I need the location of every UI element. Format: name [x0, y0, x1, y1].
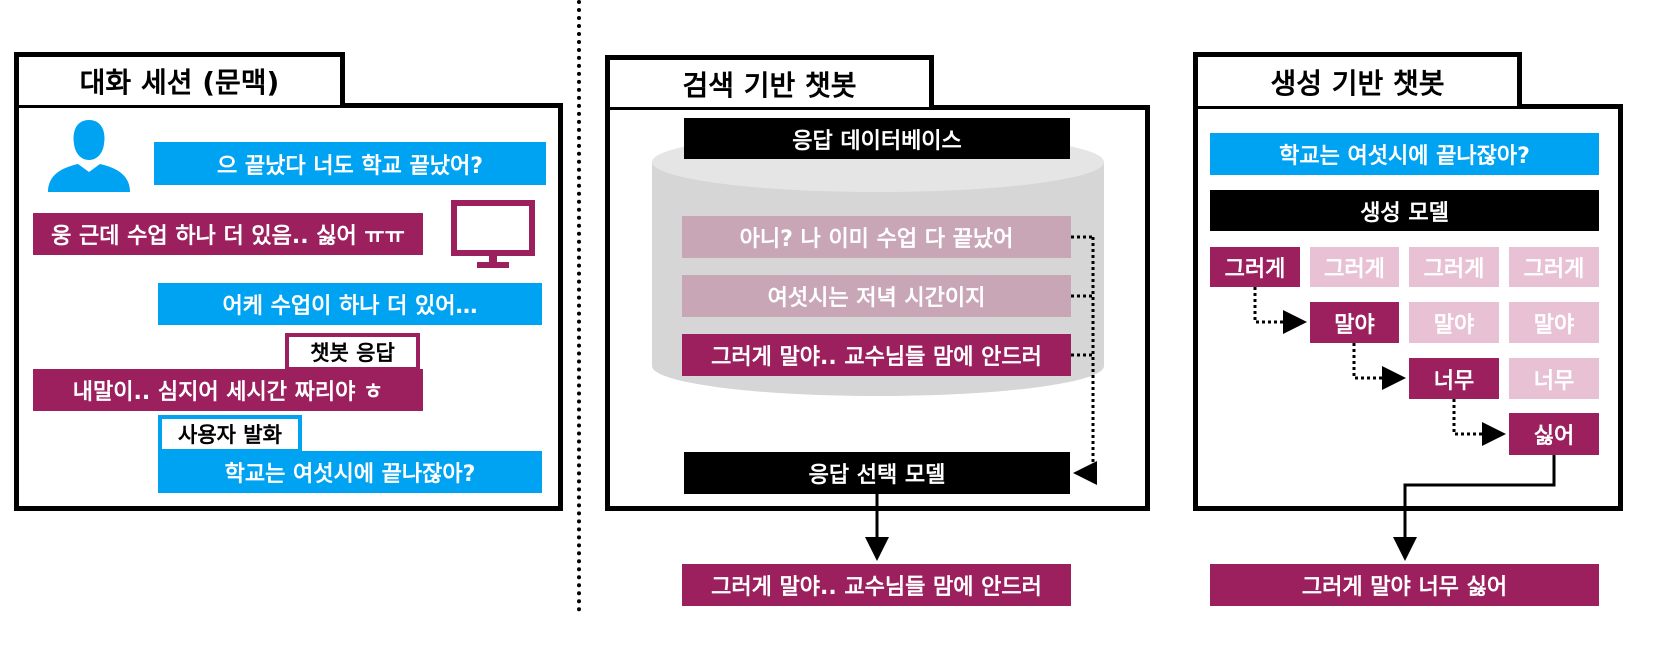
token-selected: 그러게: [1210, 247, 1300, 287]
retrieval-title: 검색 기반 챗봇: [605, 55, 934, 107]
candidate-response: 그러게 말야.. 교수님들 맘에 안드러: [682, 334, 1071, 376]
dialogue-message: 내말이.. 심지어 세시간 짜리야 ㅎ: [33, 369, 423, 411]
bot-response-tag: 챗봇 응답: [285, 333, 420, 371]
generative-input: 학교는 여섯시에 끝나잖아?: [1210, 133, 1599, 175]
generation-model-label: 생성 모델: [1210, 190, 1599, 231]
token-candidate: 그러게: [1509, 247, 1599, 287]
token-candidate: 말야: [1409, 302, 1499, 343]
dialogue-message: 으 끝났다 너도 학교 끝났어?: [154, 142, 546, 185]
token-selected: 말야: [1310, 302, 1399, 343]
dialogue-message: 학교는 여섯시에 끝나잖아?: [158, 451, 542, 493]
token-candidate: 너무: [1509, 358, 1599, 399]
user-silhouette-icon: [46, 118, 132, 192]
dialogue-message: 어케 수업이 하나 더 있어…: [158, 283, 542, 325]
dialogue-message: 웅 근데 수업 하나 더 있음.. 싫어 ㅠㅠ: [33, 213, 423, 255]
token-candidate: 그러게: [1409, 247, 1499, 287]
token-candidate: 말야: [1509, 302, 1599, 343]
generative-title: 생성 기반 챗봇: [1193, 52, 1522, 106]
candidate-response: 아니? 나 이미 수업 다 끝났어: [682, 216, 1071, 258]
token-candidate: 그러게: [1310, 247, 1399, 287]
section-divider: [577, 0, 581, 612]
retrieval-output: 그러게 말야.. 교수님들 맘에 안드러: [682, 564, 1071, 606]
token-selected: 너무: [1409, 358, 1499, 399]
monitor-icon: [449, 198, 537, 270]
candidate-response: 여섯시는 저녁 시간이지: [682, 275, 1071, 317]
response-database-label: 응답 데이터베이스: [684, 118, 1070, 159]
response-selection-model: 응답 선택 모델: [684, 452, 1070, 494]
dialogue-title: 대화 세션 (문맥): [14, 52, 345, 105]
token-selected: 싫어: [1509, 413, 1599, 455]
generative-output: 그러게 말야 너무 싫어: [1210, 564, 1599, 606]
